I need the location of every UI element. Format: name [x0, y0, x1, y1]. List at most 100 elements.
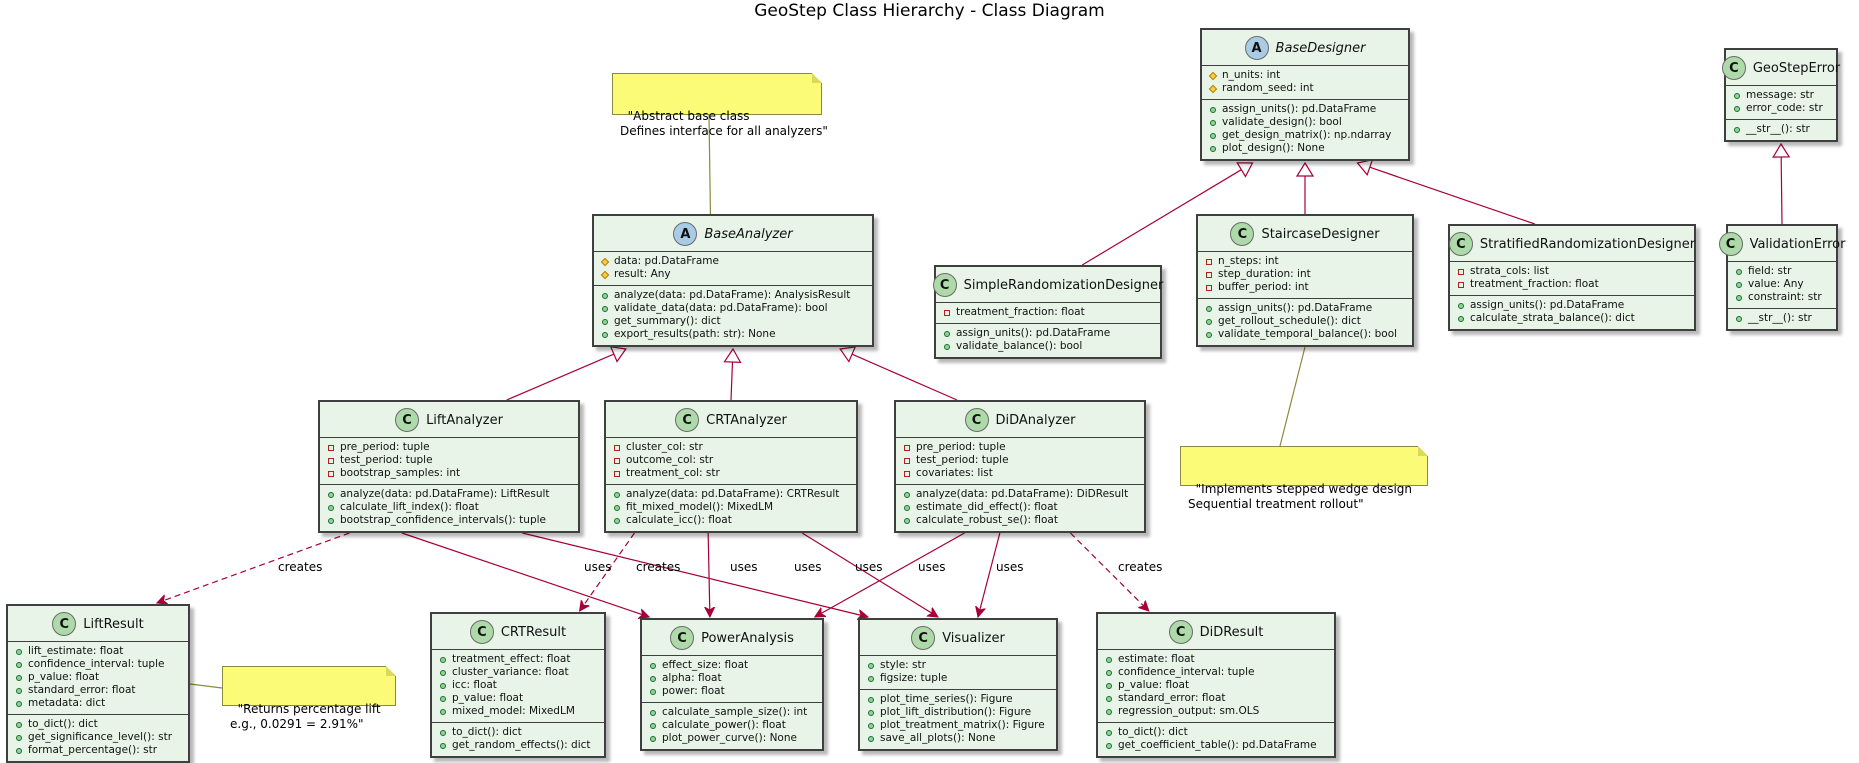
class-method: analyze(data: pd.DataFrame): LiftResult [328, 488, 570, 501]
member-text: validate_temporal_balance(): bool [1218, 328, 1398, 340]
public-visibility-icon [1206, 318, 1212, 325]
inheritance-arrow-icon [723, 347, 742, 363]
member-text: p_value: float [1118, 679, 1190, 691]
member-text: assign_units(): pd.DataFrame [1218, 302, 1373, 314]
class-field: p_value: float [16, 671, 180, 684]
class-field: standard_error: float [16, 684, 180, 697]
class-icon: C [1448, 232, 1473, 256]
member-text: error_code: str [1746, 102, 1823, 114]
member-text: buffer_period: int [1218, 281, 1309, 293]
creates-line [157, 532, 350, 603]
member-text: plot_power_curve(): None [662, 732, 797, 744]
private-visibility-icon [1206, 284, 1212, 291]
member-text: fit_mixed_model(): MixedLM [626, 501, 774, 513]
public-visibility-icon [1106, 742, 1112, 749]
edge-label-crt-creates: creates [636, 560, 681, 574]
class-method: validate_data(data: pd.DataFrame): bool [602, 302, 864, 315]
private-visibility-icon [904, 470, 910, 477]
member-text: bootstrap_confidence_intervals(): tuple [340, 514, 546, 526]
public-visibility-icon [1458, 302, 1464, 309]
class-field: treatment_effect: float [440, 653, 596, 666]
class-method: assign_units(): pd.DataFrame [1458, 299, 1686, 312]
class-field: outcome_col: str [614, 454, 848, 467]
member-text: test_period: tuple [916, 454, 1009, 466]
class-field: estimate: float [1106, 653, 1326, 666]
public-visibility-icon [440, 708, 446, 715]
member-text: alpha: float [662, 672, 722, 684]
note-staircase: "Implements stepped wedge design Sequent… [1180, 446, 1428, 511]
class-field: confidence_interval: tuple [1106, 666, 1326, 679]
class-method: assign_units(): pd.DataFrame [1206, 302, 1404, 315]
inheritance-line [1780, 156, 1783, 225]
class-field: power: float [650, 685, 814, 698]
edge-label-lift-creates: creates [278, 560, 323, 574]
class-method: to_dict(): dict [16, 718, 180, 731]
class-methods: __str__(): str [1728, 308, 1836, 329]
member-text: outcome_col: str [626, 454, 714, 466]
member-text: get_coefficient_table(): pd.DataFrame [1118, 739, 1317, 751]
class-field: alpha: float [650, 672, 814, 685]
member-text: to_dict(): dict [28, 718, 98, 730]
class-name: DiDResult [1199, 624, 1264, 640]
member-text: plot_lift_distribution(): Figure [880, 706, 1032, 718]
class-icon: C [670, 626, 695, 650]
member-text: confidence_interval: tuple [28, 658, 165, 670]
inheritance-arrow-icon [609, 346, 627, 363]
member-text: calculate_power(): float [662, 719, 786, 731]
class-name: GeoStepError [1752, 60, 1841, 76]
member-text: calculate_icc(): float [626, 514, 732, 526]
member-text: format_percentage(): str [28, 744, 158, 756]
member-text: standard_error: float [1118, 692, 1226, 704]
public-visibility-icon [16, 734, 22, 741]
member-text: style: str [880, 659, 926, 671]
class-field: icc: float [440, 679, 596, 692]
public-visibility-icon [1206, 331, 1212, 338]
public-visibility-icon [904, 491, 910, 498]
member-text: validate_balance(): bool [956, 340, 1083, 352]
member-text: p_value: float [28, 671, 100, 683]
public-visibility-icon [650, 735, 656, 742]
member-text: message: str [1746, 89, 1814, 101]
public-visibility-icon [868, 709, 874, 716]
class-method: get_random_effects(): dict [440, 739, 596, 752]
private-visibility-icon [614, 444, 620, 451]
member-text: to_dict(): dict [1118, 726, 1188, 738]
note-fold-icon [386, 666, 396, 676]
note-fold-icon [812, 73, 822, 83]
member-text: assign_units(): pd.DataFrame [1470, 299, 1625, 311]
public-visibility-icon [1734, 92, 1740, 99]
member-text: export_results(path: str): None [614, 328, 776, 340]
class-field: field: str [1736, 265, 1828, 278]
member-text: plot_treatment_matrix(): Figure [880, 719, 1045, 731]
member-text: plot_time_series(): Figure [880, 693, 1013, 705]
